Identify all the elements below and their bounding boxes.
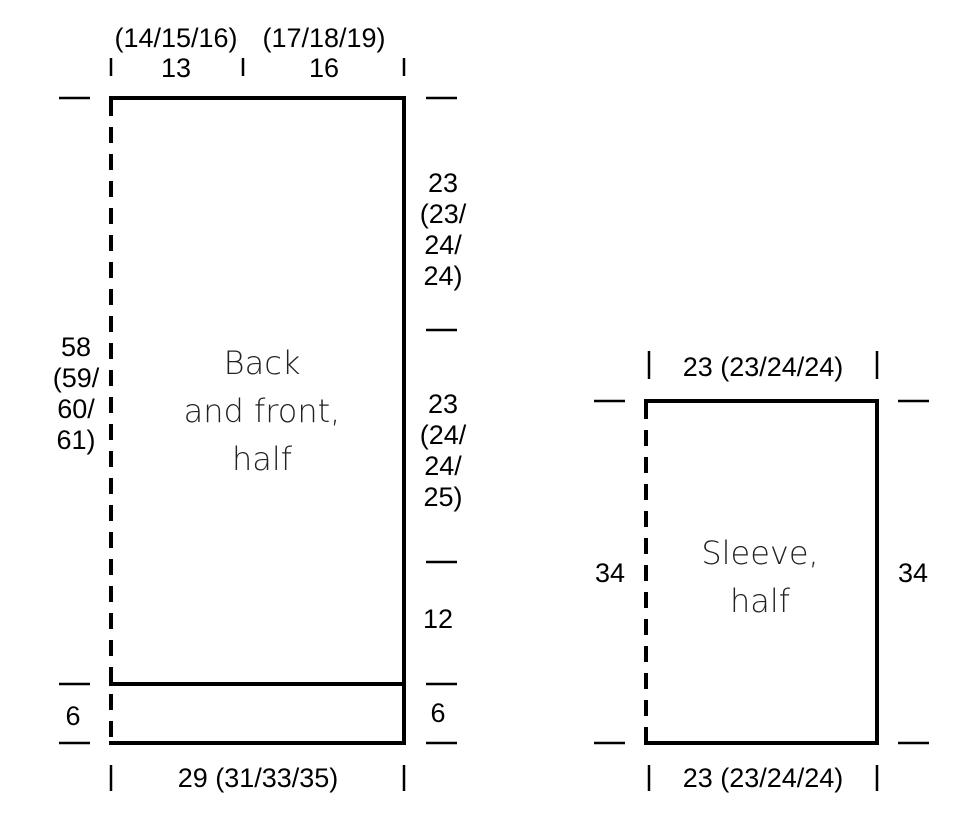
middle-section-line-4: 25): [423, 482, 462, 512]
top-right-width-alt: (17/18/19): [262, 23, 385, 53]
sleeve-title-line-1: Sleeve,: [701, 534, 818, 572]
total-length-line-1: 58: [61, 332, 91, 362]
upper-section-line-1: 23: [428, 168, 458, 198]
total-length-line-4: 61): [56, 425, 95, 455]
sleeve-piece: 23 (23/24/24) 34 34 23 (23/24/24) Sleeve…: [594, 351, 929, 793]
upper-section-line-4: 24): [423, 261, 462, 291]
total-length-line-2: (59/: [53, 363, 100, 393]
top-left-width-alt: (14/15/16): [114, 23, 237, 53]
top-right-width: 16: [309, 53, 339, 83]
upper-section-line-2: (23/: [420, 199, 467, 229]
sleeve-top-width: 23 (23/24/24): [683, 352, 844, 382]
middle-section-line-3: 24/: [424, 451, 462, 481]
lower-section-length: 12: [423, 604, 453, 634]
sleeve-length-left: 34: [595, 558, 625, 588]
sleeve-title-line-2: half: [730, 582, 791, 620]
back-front-title-line-1: Back: [224, 344, 301, 382]
upper-section-line-3: 24/: [424, 230, 462, 260]
sleeve-length-right: 34: [898, 558, 928, 588]
rib-length-right: 6: [430, 698, 445, 728]
middle-section-line-2: (24/: [420, 420, 467, 450]
back-front-piece: (14/15/16) 13 (17/18/19) 16 58 (59/ 60/ …: [53, 23, 467, 793]
bottom-width: 29 (31/33/35): [178, 763, 339, 793]
sleeve-bottom-width: 23 (23/24/24): [683, 763, 844, 793]
back-front-title-line-2: and front,: [184, 392, 341, 430]
middle-section-line-1: 23: [428, 389, 458, 419]
top-left-width: 13: [161, 53, 191, 83]
back-front-title-line-3: half: [232, 440, 293, 478]
rib-length-left: 6: [65, 701, 80, 731]
total-length-line-3: 60/: [57, 394, 95, 424]
